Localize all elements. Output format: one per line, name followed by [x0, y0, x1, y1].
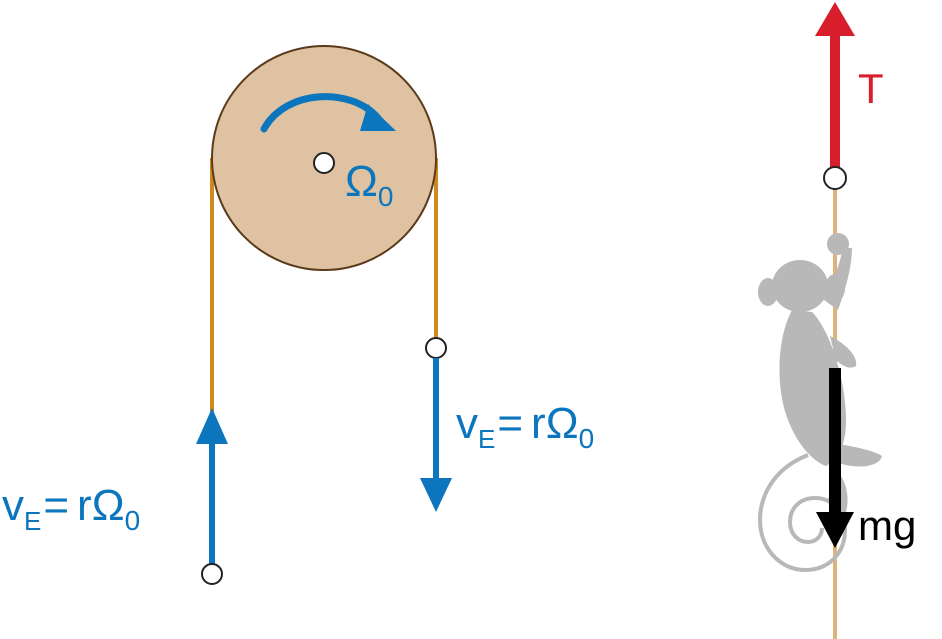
pulley-system: Ω0 vE=rΩ0 vE=rΩ0	[2, 45, 594, 585]
tension-arrow	[815, 2, 855, 190]
weight-label: mg	[858, 502, 916, 549]
left-up-arrow	[196, 408, 228, 585]
pulley-angular-speed-label: Ω0	[345, 157, 393, 212]
right-velocity-label: vE=rΩ0	[456, 399, 594, 454]
left-velocity-label: vE=rΩ0	[2, 481, 140, 536]
tension-attach-point	[823, 166, 847, 190]
left-attach-point	[201, 563, 223, 585]
weight-arrow	[816, 368, 854, 548]
tension-label: T	[858, 65, 884, 112]
pulley-axle	[313, 152, 335, 174]
right-down-arrow	[420, 337, 452, 512]
rotation-arrow-icon	[260, 93, 396, 133]
right-attach-point	[425, 337, 447, 359]
monkey-diagram: T mg	[757, 2, 916, 639]
